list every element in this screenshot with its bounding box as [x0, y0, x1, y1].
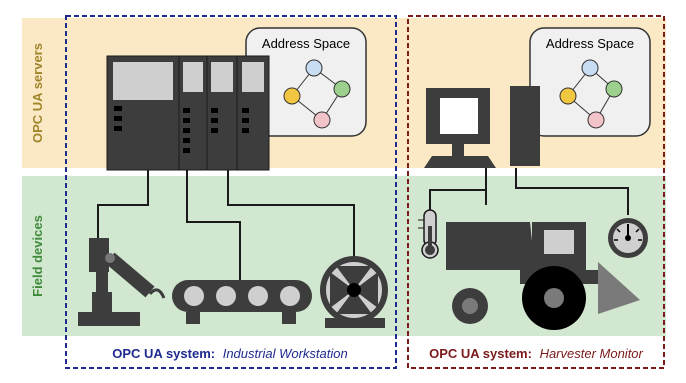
computer-icon — [424, 86, 540, 168]
conveyor-icon — [172, 280, 312, 324]
field-band-label: Field devices — [30, 215, 45, 297]
fan-motor-icon — [320, 256, 388, 328]
gauge-icon — [608, 218, 648, 258]
system-harvester-border — [407, 15, 665, 369]
system-industrial-caption: OPC UA system: Industrial Workstation — [112, 346, 347, 361]
system-harvester-name: Harvester Monitor — [540, 346, 644, 361]
address-space-graph-icon — [283, 59, 351, 129]
wires-industrial — [97, 168, 355, 285]
system-industrial-border — [65, 15, 397, 369]
thermometer-icon — [418, 209, 439, 259]
plc-rack-icon — [106, 55, 270, 171]
tractor-icon — [446, 222, 640, 330]
system-industrial-prefix: OPC UA system: — [112, 346, 215, 361]
system-harvester-caption: OPC UA system: Harvester Monitor — [429, 346, 643, 361]
address-space-label-1: Address Space — [262, 36, 350, 51]
wires-harvester — [429, 168, 629, 215]
system-harvester-prefix: OPC UA system: — [429, 346, 532, 361]
system-industrial-name: Industrial Workstation — [223, 346, 348, 361]
address-space-graph-icon — [559, 59, 623, 129]
address-space-panel-1: Address Space — [245, 27, 367, 137]
address-space-panel-2: Address Space — [529, 27, 651, 137]
robot-arm-icon — [78, 238, 166, 326]
address-space-label-2: Address Space — [546, 36, 634, 51]
servers-band-label: OPC UA servers — [30, 43, 45, 143]
